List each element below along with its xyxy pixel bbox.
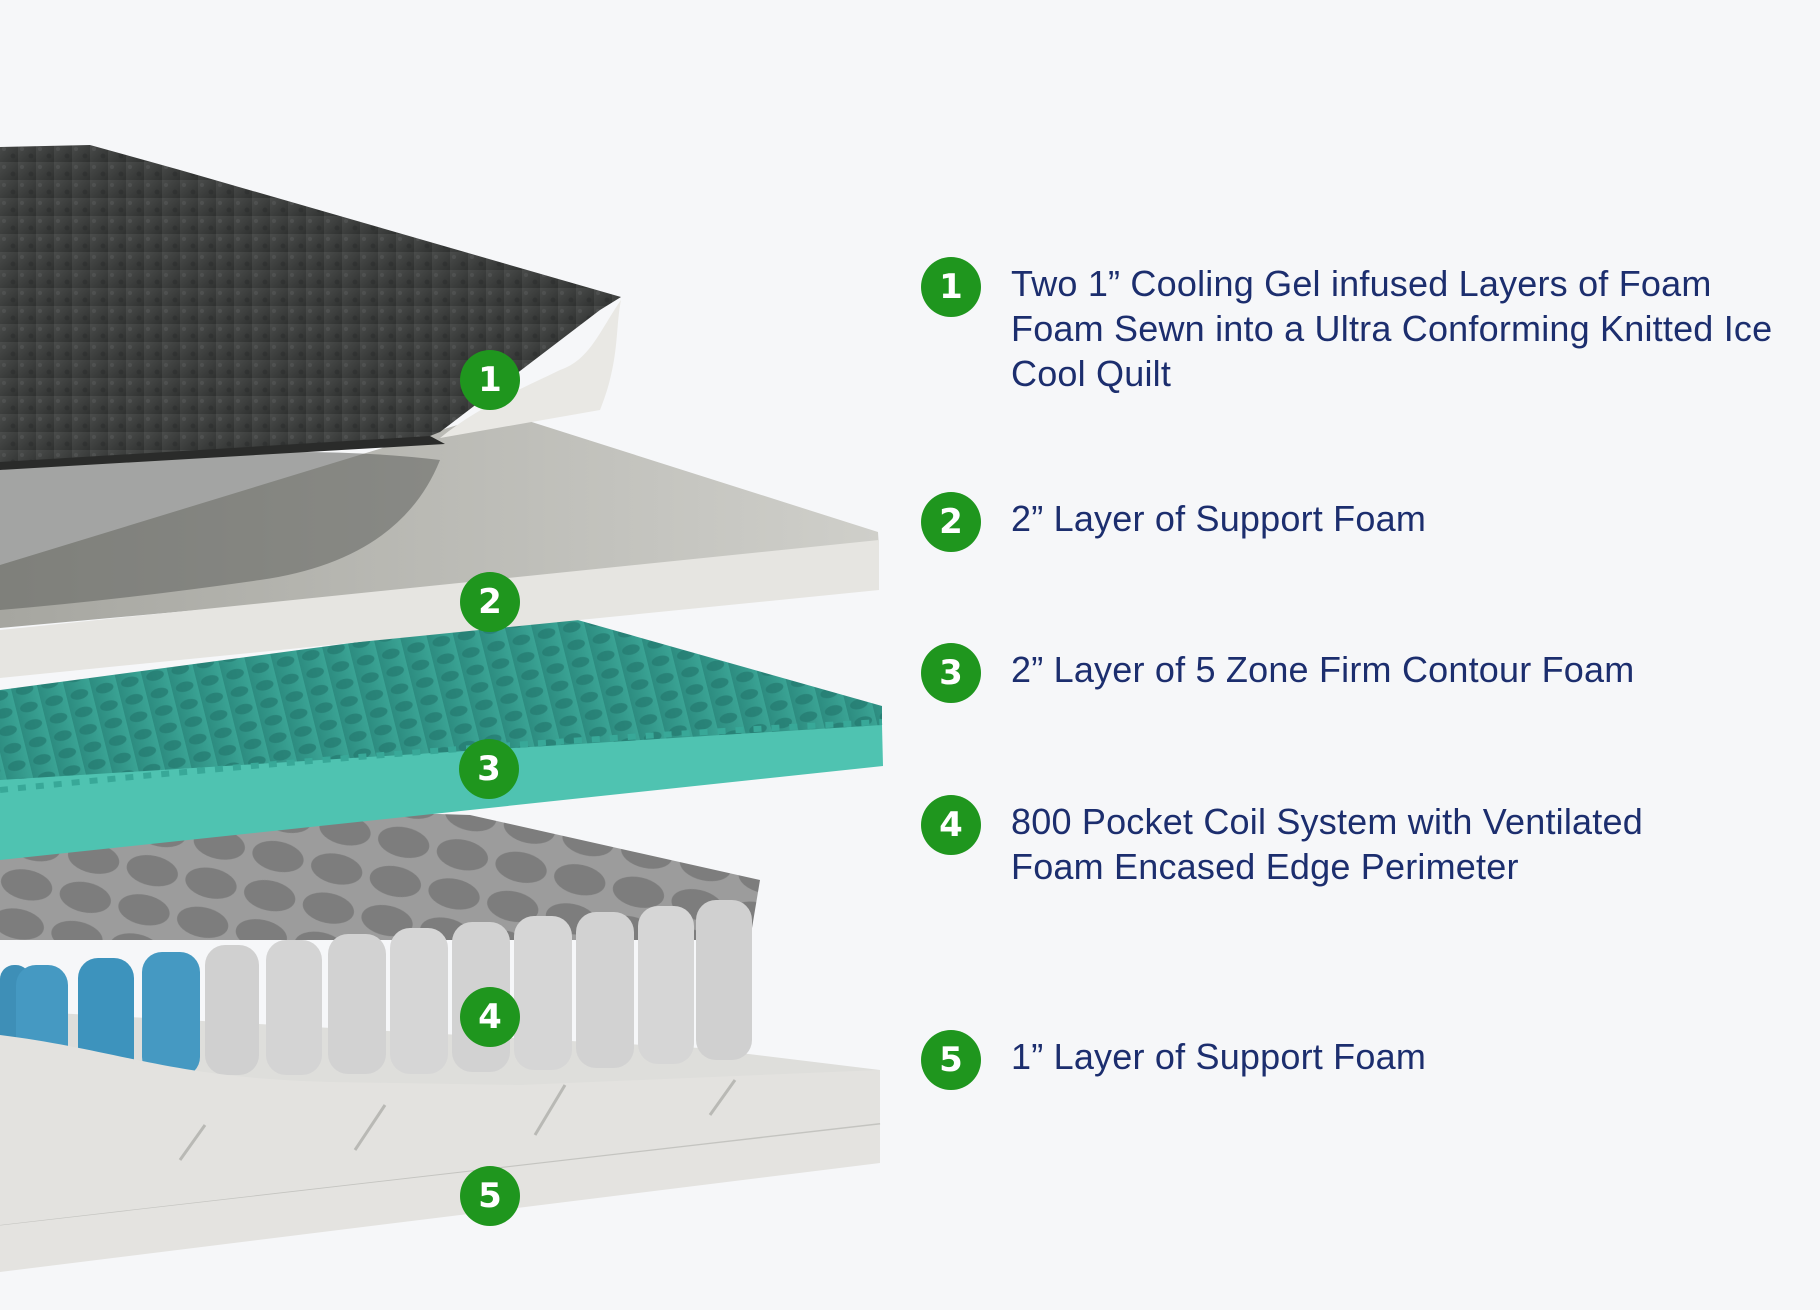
image-marker-1: 1: [460, 350, 520, 410]
quilt-edge-foam: [440, 300, 621, 438]
layer-number-badge: 4: [921, 795, 981, 855]
foam-encasement-edge: [0, 1035, 880, 1225]
layer-description: 2” Layer of 5 Zone Firm Contour Foam: [1011, 649, 1635, 690]
contour-foam-front: [0, 725, 883, 860]
image-marker-3: 3: [459, 739, 519, 799]
base-foam-front: [0, 1123, 880, 1272]
layer-description: 1” Layer of Support Foam: [1011, 1036, 1427, 1077]
layer-description: 800 Pocket Coil System with Ventilated F…: [1011, 801, 1643, 887]
image-marker-4: 4: [460, 987, 520, 1047]
support-foam-front: [0, 540, 879, 678]
layer-number-badge: 2: [921, 492, 981, 552]
layer-description: 2” Layer of Support Foam: [1011, 498, 1427, 539]
layer-number-badge: 5: [921, 1030, 981, 1090]
image-marker-5: 5: [460, 1166, 520, 1226]
layer-number-badge: 1: [921, 257, 981, 317]
quilt-shadow: [0, 452, 440, 610]
image-marker-2: 2: [460, 572, 520, 632]
layer-number-badge: 3: [921, 643, 981, 703]
layer-description: Two 1” Cooling Gel infused Layers of Foa…: [1011, 263, 1773, 394]
